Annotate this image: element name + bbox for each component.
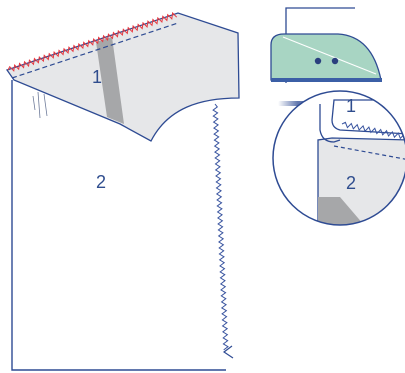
piece-1-label: 1 — [92, 67, 102, 87]
magnifier-circle-icon — [272, 90, 405, 226]
iron-soleplate — [270, 33, 382, 81]
piece-2-label: 2 — [96, 172, 106, 192]
detail-piece-1 — [331, 99, 405, 135]
iron-steam-hole-left — [314, 57, 322, 65]
garment-piece-2-outline — [11, 80, 226, 371]
iron-icon — [270, 7, 382, 83]
iron-highlight — [282, 36, 377, 75]
garment-piece-2 — [11, 80, 234, 371]
iron-steam-hole-right — [331, 57, 339, 65]
detail-piece-1-label: 1 — [346, 96, 356, 116]
stitch-line-dashed — [11, 22, 179, 79]
detail-stitch-dashed — [333, 145, 405, 161]
overlock-edge-stitch — [7, 11, 178, 72]
detail-piece-2-label: 2 — [346, 173, 356, 193]
garment-piece-1 — [5, 11, 240, 142]
detail-fold — [319, 104, 341, 143]
fold-marks — [32, 91, 48, 119]
interfacing-strip — [96, 37, 124, 124]
detail-zigzag-stitch — [341, 121, 405, 141]
detail-interfacing — [318, 197, 364, 225]
garment-piece-1-shape — [5, 12, 240, 142]
side-seam-zigzag — [212, 103, 229, 351]
seam-end-mark — [222, 345, 234, 359]
iron-base — [271, 78, 382, 82]
detail-circle-outline — [272, 90, 405, 226]
